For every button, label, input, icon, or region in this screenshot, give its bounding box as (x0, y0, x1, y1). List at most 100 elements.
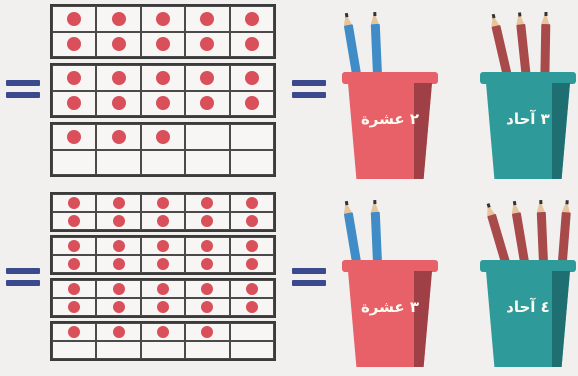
counter-dot (113, 283, 125, 295)
ten-frame-cell (185, 65, 229, 91)
ten-frame-cell (96, 255, 140, 273)
place-value-problem-2: ٣ عشرة ٤ آحاد (0, 188, 578, 376)
counter-dot (156, 130, 170, 144)
equals-icon (292, 266, 326, 288)
ten-frame-cell (52, 150, 96, 176)
counter-dot (157, 197, 169, 209)
counter-dot (68, 215, 80, 227)
counter-dot (156, 12, 170, 26)
counter-dot (201, 283, 213, 295)
counter-dot (201, 258, 213, 270)
ten-frame (50, 122, 276, 177)
counter-dot (112, 12, 126, 26)
ten-frame (50, 192, 276, 232)
cup-body (348, 83, 432, 179)
counter-dot (112, 96, 126, 110)
equals-icon (6, 266, 40, 288)
ten-frame-cell (141, 124, 185, 150)
counter-dot (201, 301, 213, 313)
ten-frame-cell (52, 124, 96, 150)
ten-frame-cell (96, 280, 140, 298)
ten-frame-cell (185, 150, 229, 176)
ten-frame (50, 321, 276, 361)
ten-frame-cell (230, 212, 274, 230)
ten-frame-cell (185, 212, 229, 230)
ten-frame-cell (52, 341, 96, 359)
ten-frame-cell (96, 6, 140, 32)
counter-dot (157, 301, 169, 313)
counter-dot (113, 215, 125, 227)
counter-dot (246, 197, 258, 209)
ten-frame-cell (52, 237, 96, 255)
ten-frame-cell (141, 32, 185, 58)
ones-label: ٤ آحاد (480, 298, 576, 316)
counter-dot (201, 215, 213, 227)
ten-frame-cell (185, 323, 229, 341)
ten-frame-cell (185, 237, 229, 255)
ten-frames-group (50, 192, 276, 364)
ten-frame-cell (185, 255, 229, 273)
counter-dot (245, 12, 259, 26)
ten-frames-group (50, 4, 276, 181)
ten-frame-cell (52, 91, 96, 117)
tens-label: ٢ عشرة (342, 110, 438, 128)
ten-frame-cell (230, 323, 274, 341)
counter-dot (200, 12, 214, 26)
counter-dot (246, 258, 258, 270)
counter-dot (112, 71, 126, 85)
counter-dot (112, 37, 126, 51)
counter-dot (201, 197, 213, 209)
cup-body (486, 271, 570, 367)
ten-frame (50, 4, 276, 59)
counter-dot (68, 240, 80, 252)
cup-rim (342, 72, 438, 84)
counter-dot (68, 301, 80, 313)
ten-frame (50, 278, 276, 318)
ten-frame-cell (52, 255, 96, 273)
ten-frame-cell (230, 237, 274, 255)
ten-frame-cell (185, 6, 229, 32)
ten-frame-cell (141, 280, 185, 298)
ten-frame-cell (141, 6, 185, 32)
ten-frame-cell (230, 298, 274, 316)
ten-frame-cell (230, 150, 274, 176)
ten-frame-cell (230, 341, 274, 359)
ten-frame-cell (52, 6, 96, 32)
ten-frame-cell (230, 91, 274, 117)
counter-dot (156, 96, 170, 110)
ten-frame-cell (52, 65, 96, 91)
tens-label: ٣ عشرة (342, 298, 438, 316)
ten-frame-cell (185, 124, 229, 150)
counter-dot (245, 71, 259, 85)
ten-frame (50, 235, 276, 275)
ten-frame-cell (141, 194, 185, 212)
counter-dot (67, 37, 81, 51)
ten-frame-cell (96, 91, 140, 117)
counter-dot (157, 215, 169, 227)
equals-icon (6, 78, 40, 100)
ones-cup: ٤ آحاد (480, 260, 576, 368)
equals-icon (292, 78, 326, 100)
cup-body (486, 83, 570, 179)
cup-rim (480, 260, 576, 272)
ten-frame-cell (52, 280, 96, 298)
ten-frame-cell (141, 237, 185, 255)
cup-body (348, 271, 432, 367)
place-value-problem-1: ٢ عشرة ٣ آحاد (0, 0, 578, 188)
ten-frame-cell (96, 65, 140, 91)
ten-frame-cell (141, 323, 185, 341)
counter-dot (68, 197, 80, 209)
ten-frame-cell (185, 341, 229, 359)
ten-frame-cell (52, 323, 96, 341)
ten-frame-cell (52, 194, 96, 212)
tens-cup: ٢ عشرة (342, 72, 438, 180)
ten-frame-cell (141, 341, 185, 359)
counter-dot (67, 96, 81, 110)
counter-dot (68, 283, 80, 295)
counter-dot (245, 96, 259, 110)
counter-dot (67, 71, 81, 85)
ten-frame-cell (230, 65, 274, 91)
ten-frame-cell (96, 341, 140, 359)
counter-dot (245, 37, 259, 51)
ten-frame-cell (141, 212, 185, 230)
